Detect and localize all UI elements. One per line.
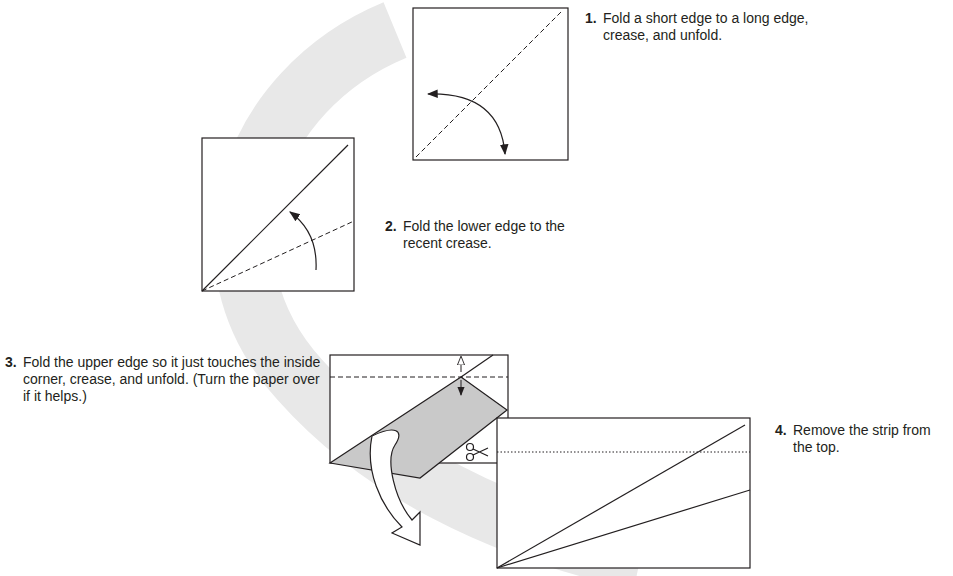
step-2-figure xyxy=(202,138,354,291)
step-3-figure xyxy=(330,355,508,545)
step-number: 2. xyxy=(385,218,397,235)
step-number: 3. xyxy=(5,354,17,371)
step-number: 4. xyxy=(775,422,787,439)
step-instruction: Fold a short edge to a long edge, crease… xyxy=(603,10,853,44)
scissors-symbol xyxy=(467,444,489,461)
step-1-figure xyxy=(413,8,568,160)
turn-over-arrow xyxy=(370,430,420,545)
step-instruction: Fold the lower edge to the recent crease… xyxy=(403,218,578,252)
step-4-figure xyxy=(467,418,751,568)
step-instruction: Fold the upper edge so it just touches t… xyxy=(23,354,323,405)
step-number: 1. xyxy=(585,10,597,27)
step-instruction: Remove the strip from the top. xyxy=(793,422,943,456)
